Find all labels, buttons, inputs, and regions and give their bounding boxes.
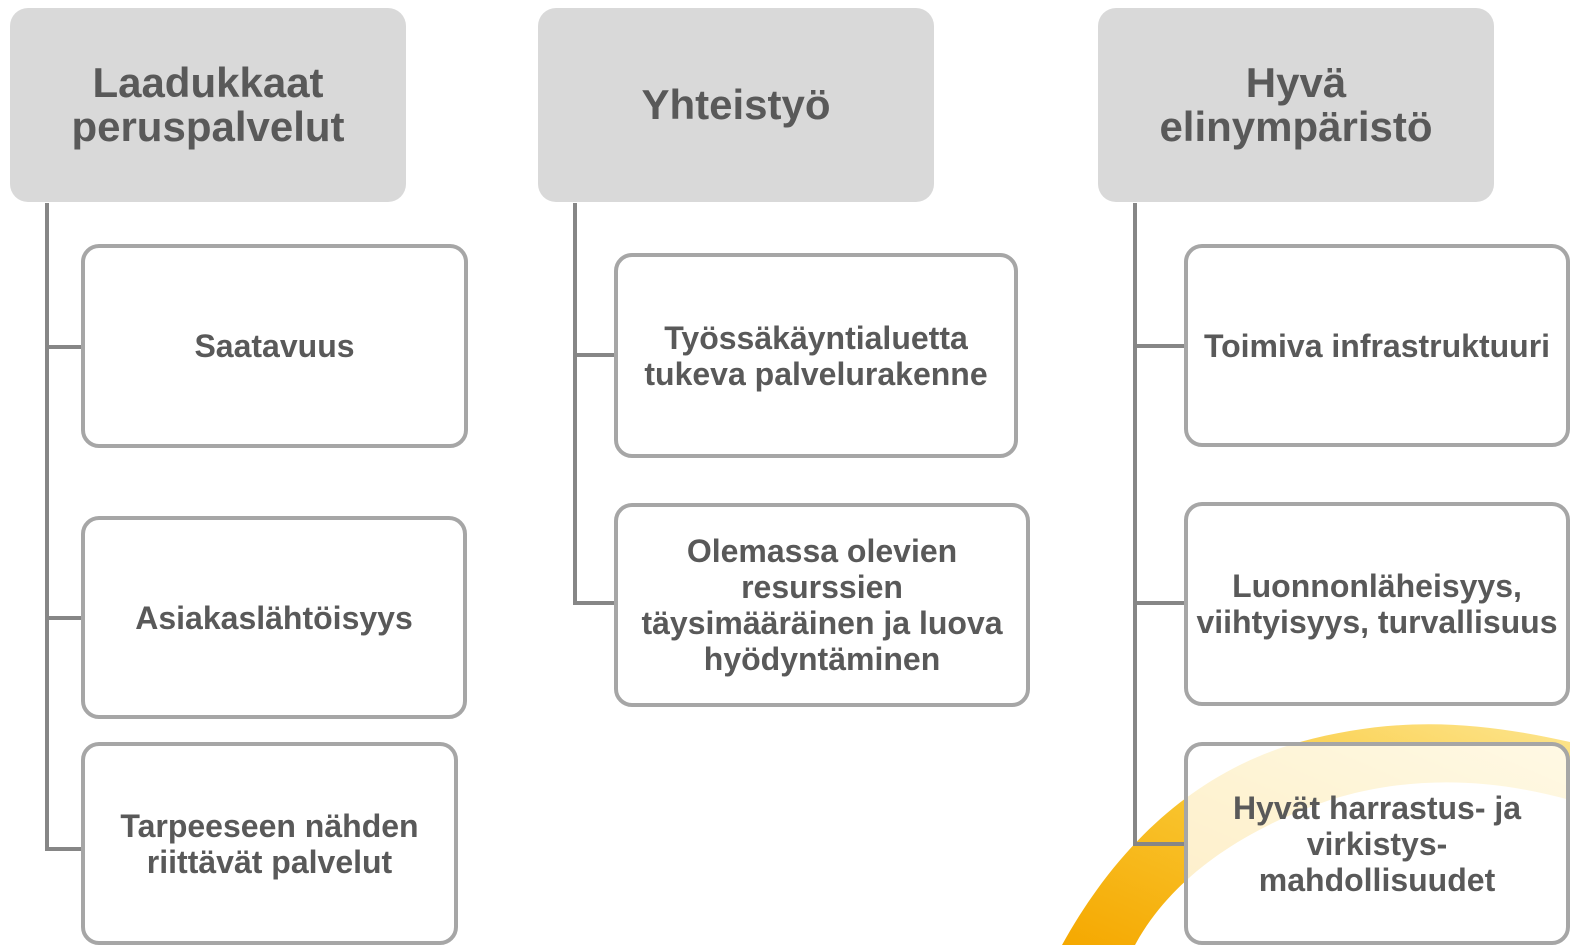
column-3-item-2: Luonnonläheisyys, viihtyisyys, turvallis…: [1184, 502, 1570, 706]
column-1-item-3: Tarpeeseen nähden riittävät palvelut: [81, 742, 458, 945]
column-1-item-3-label: Tarpeeseen nähden riittävät palvelut: [120, 807, 419, 880]
column-3-item-3: Hyvät harrastus- ja virkistys-mahdollisu…: [1184, 742, 1570, 945]
column-2-header-label: Yhteistyö: [641, 81, 831, 128]
column-2-item-1: Työssäkäyntialuetta tukeva palvelurakenn…: [614, 253, 1018, 458]
column-1-header-label: Laadukkaat peruspalvelut: [71, 59, 345, 150]
column-3-item-3-label: Hyvät harrastus- ja virkistys-mahdollisu…: [1232, 789, 1522, 898]
column-2-item-1-label: Työssäkäyntialuetta tukeva palvelurakenn…: [644, 319, 988, 392]
column-1-item-1: Saatavuus: [81, 244, 468, 448]
column-3-trunk-line: [1133, 203, 1137, 846]
column-3-item-1: Toimiva infrastruktuuri: [1184, 244, 1570, 447]
column-1-branch-line: [45, 345, 83, 349]
column-3-item-1-label: Toimiva infrastruktuuri: [1203, 327, 1551, 364]
column-1-branch-line: [45, 847, 83, 851]
column-3-header-label: Hyvä elinympäristö: [1159, 59, 1433, 150]
column-2-item-2-label: Olemassa olevien resurssien täysimääräin…: [641, 533, 1003, 677]
column-1-branch-line: [45, 616, 83, 620]
column-1-item-2-label: Asiakaslähtöisyys: [135, 599, 413, 636]
column-1-item-2: Asiakaslähtöisyys: [81, 516, 467, 719]
column-2-trunk-line: [573, 203, 577, 605]
column-1-item-1-label: Saatavuus: [194, 328, 355, 364]
column-3-item-2-label: Luonnonläheisyys, viihtyisyys, turvallis…: [1196, 568, 1558, 640]
column-2-branch-line: [573, 601, 617, 605]
column-3-branch-line: [1133, 842, 1187, 846]
column-3-branch-line: [1133, 601, 1187, 605]
column-2-header: Yhteistyö: [538, 8, 934, 202]
column-1-trunk-line: [45, 203, 49, 851]
column-2-branch-line: [573, 353, 617, 357]
column-3-branch-line: [1133, 344, 1187, 348]
column-3-header: Hyvä elinympäristö: [1098, 8, 1494, 202]
column-2-item-2: Olemassa olevien resurssien täysimääräin…: [614, 503, 1030, 707]
column-1-header: Laadukkaat peruspalvelut: [10, 8, 406, 202]
